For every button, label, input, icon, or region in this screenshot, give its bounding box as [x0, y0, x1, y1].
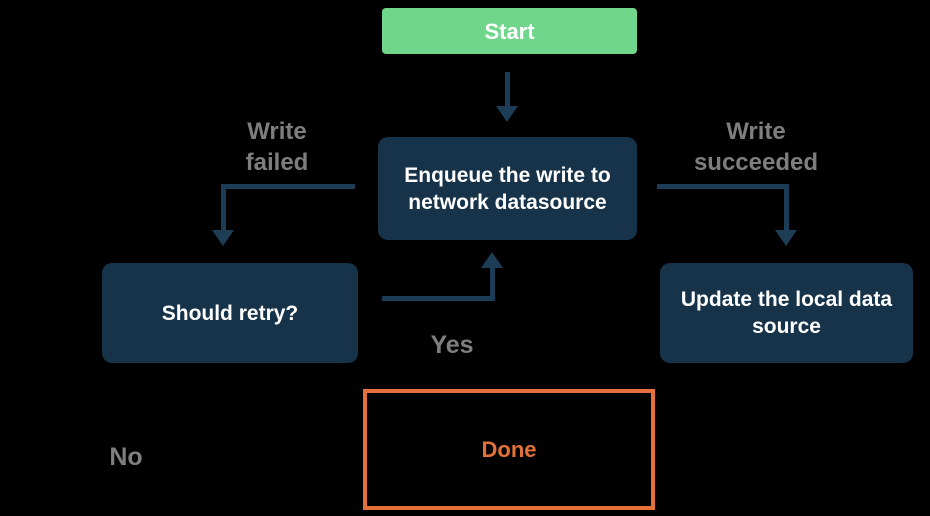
edge-yes-vline — [490, 268, 495, 301]
node-start: Start — [382, 8, 637, 54]
edge-label-yes: Yes — [430, 331, 474, 359]
node-should-retry-label: Should retry? — [161, 301, 299, 325]
arrow-up-icon — [481, 252, 503, 268]
edge-label-write-failed: Write failed — [245, 118, 309, 176]
edge-label-no: No — [109, 443, 143, 471]
edge-write-succeeded-vline — [784, 184, 789, 231]
edge-write-succeeded-hline — [657, 184, 789, 189]
node-should-retry: Should retry? — [102, 263, 358, 363]
edge-write-failed-vline — [221, 184, 226, 231]
arrow-down-icon — [496, 106, 518, 122]
edge-label-write-succeeded: Write succeeded — [693, 118, 819, 176]
edge-write-failed-hline — [221, 184, 355, 189]
edge-yes-hline — [382, 296, 495, 301]
node-update-local-source-label: Update the local data source — [680, 288, 893, 338]
node-start-label: Start — [484, 18, 535, 44]
arrow-down-icon — [212, 230, 234, 246]
node-enqueue-write: Enqueue the write to network datasource — [378, 137, 637, 240]
node-done: Done — [363, 389, 655, 510]
node-update-local-source: Update the local data source — [660, 263, 913, 363]
edge-start-to-enqueue-line — [505, 72, 510, 108]
node-enqueue-write-label: Enqueue the write to network datasource — [404, 163, 611, 214]
node-done-label: Done — [481, 437, 537, 462]
arrow-down-icon — [775, 230, 797, 246]
